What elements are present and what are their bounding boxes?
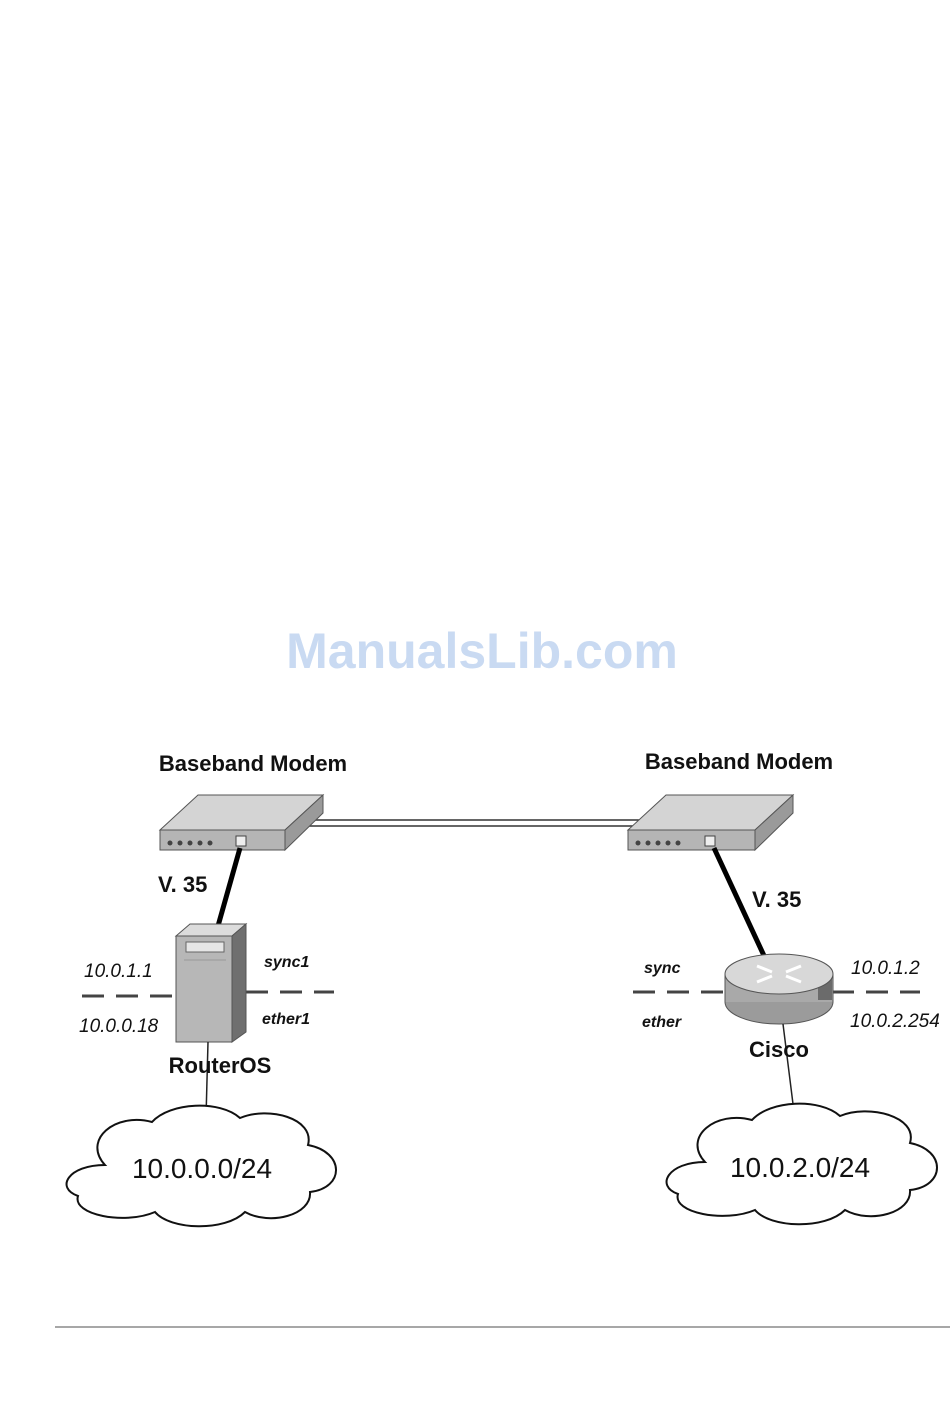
cisco-ether-ip: 10.0.2.254 — [850, 1011, 940, 1032]
modem-link — [298, 820, 640, 826]
watermark-text: ManualsLib.com — [286, 623, 678, 679]
routeros-ether-ip: 10.0.0.18 — [79, 1016, 159, 1037]
left-v35-label: V. 35 — [158, 872, 207, 897]
right-v35-label: V. 35 — [752, 887, 801, 912]
routeros-server-icon — [176, 924, 246, 1042]
cisco-name: Cisco — [749, 1037, 809, 1062]
routeros-sync-iface: sync1 — [264, 954, 309, 971]
routeros-ether-iface: ether1 — [262, 1011, 310, 1028]
left-network-label: 10.0.0.0/24 — [132, 1153, 272, 1184]
cisco-router-icon — [725, 954, 833, 1024]
left-modem-icon — [160, 795, 323, 850]
right-modem-label: Baseband Modem — [645, 749, 833, 774]
cisco-ether-iface: ether — [642, 1014, 682, 1031]
routeros-name: RouterOS — [169, 1053, 272, 1078]
left-v35-cable — [218, 848, 240, 926]
routeros-sync-ip: 10.0.1.1 — [84, 961, 153, 982]
right-network-label: 10.0.2.0/24 — [730, 1152, 870, 1183]
right-modem-icon — [628, 795, 793, 850]
cisco-sync-iface: sync — [644, 960, 681, 977]
cisco-sync-ip: 10.0.1.2 — [851, 958, 920, 979]
left-modem-label: Baseband Modem — [159, 751, 347, 776]
